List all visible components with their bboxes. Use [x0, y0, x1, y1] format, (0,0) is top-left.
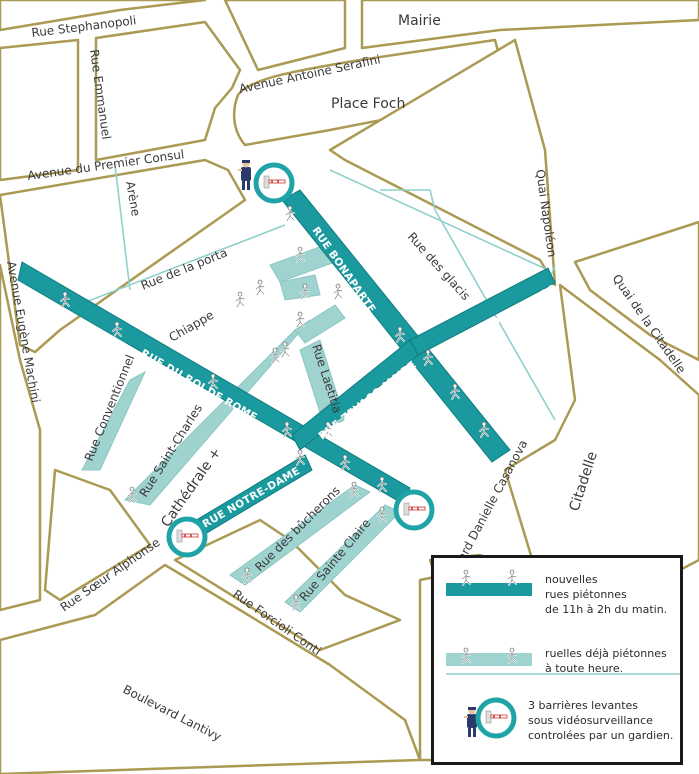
rue-pozzo-di-borgo — [409, 267, 556, 356]
barrier-icon-foch — [256, 165, 292, 201]
rue-bucherons-alley — [229, 484, 371, 586]
block — [0, 0, 207, 32]
label-rue-glacis: Rue des glacis — [405, 230, 473, 303]
legend-old-line: ruelles déjà piétonnes — [545, 647, 667, 660]
legend-new-text: nouvelles rues piétonnes de 11h à 2h du … — [545, 572, 667, 617]
block — [0, 38, 80, 182]
legend-swatches — [446, 569, 680, 762]
block — [0, 263, 42, 612]
block — [573, 220, 699, 362]
block — [173, 518, 402, 652]
legend-old-swatch — [446, 653, 532, 666]
legend: nouvelles rues piétonnes de 11h à 2h du … — [431, 555, 683, 765]
legend-barrier-line: 3 barrières levantes — [528, 699, 639, 712]
legend-old-line: à toute heure. — [545, 662, 624, 675]
block — [94, 20, 242, 162]
rue-notre-dame-label: RUE NOTRE-DAME — [201, 465, 303, 531]
legend-barrier-text: 3 barrières levantes sous vidéosurveilla… — [528, 698, 673, 743]
block — [232, 38, 512, 147]
label-place-foch: Place Foch — [331, 96, 405, 112]
block — [43, 468, 152, 602]
label-chiappe: Chiappe — [167, 308, 217, 345]
label-arene: Arène — [123, 180, 143, 217]
block — [328, 38, 557, 287]
legend-barrier-line: sous vidéosurveillance — [528, 714, 653, 727]
legend-old-text: ruelles déjà piétonnes à toute heure. — [545, 646, 667, 676]
legend-new-line: de 11h à 2h du matin. — [545, 603, 668, 616]
block — [223, 0, 347, 72]
legend-new-swatch — [446, 583, 532, 596]
old-pedestrian-alleys — [81, 244, 401, 613]
rue-bonaparte — [281, 189, 511, 463]
block — [0, 563, 422, 774]
rue-bonaparte-label: RUE BONAPARTE — [310, 225, 378, 315]
legend-new-line: nouvelles — [545, 573, 598, 586]
legend-barrier-line: controlées par un gardien. — [528, 729, 674, 742]
guard-icon — [238, 160, 251, 190]
barrier-icon-roi-de-rome — [396, 492, 432, 528]
rue-zevaco-maire — [291, 339, 419, 451]
label-mairie: Mairie — [398, 13, 441, 29]
legend-new-line: rues piétonnes — [545, 588, 627, 601]
block — [360, 0, 699, 50]
